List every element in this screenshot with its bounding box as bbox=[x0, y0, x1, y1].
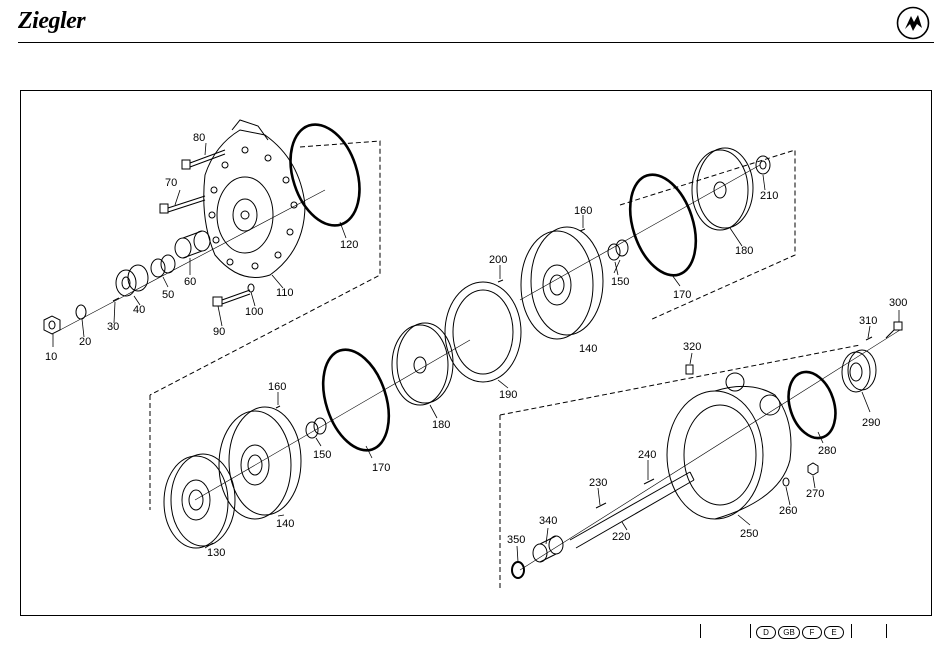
callout-60: 60 bbox=[184, 276, 196, 288]
pin-part bbox=[866, 337, 872, 340]
stage-casing-part bbox=[445, 282, 521, 382]
key-part bbox=[498, 280, 503, 282]
callout-140-lower: 140 bbox=[276, 518, 294, 530]
callout-110: 110 bbox=[276, 287, 294, 299]
impeller-part bbox=[219, 407, 301, 519]
key-part bbox=[596, 503, 606, 508]
group-bracket-upper-left bbox=[150, 141, 380, 395]
callout-310: 310 bbox=[859, 315, 877, 327]
impeller-disc-part bbox=[164, 454, 235, 548]
callout-20: 20 bbox=[79, 336, 91, 348]
bushing-part bbox=[608, 240, 628, 260]
callout-300: 300 bbox=[889, 297, 907, 309]
callout-40: 40 bbox=[133, 304, 145, 316]
ring-part bbox=[151, 255, 175, 277]
callout-120: 120 bbox=[340, 239, 358, 251]
callout-280: 280 bbox=[818, 445, 836, 457]
footer-separator bbox=[851, 624, 852, 638]
callout-340: 340 bbox=[539, 515, 557, 527]
bolt-part bbox=[213, 290, 250, 306]
callout-30: 30 bbox=[107, 321, 119, 333]
axis-line bbox=[520, 165, 760, 300]
o-ring-part bbox=[278, 116, 371, 235]
washer-part bbox=[783, 478, 789, 486]
callout-180-lower: 180 bbox=[432, 419, 450, 431]
bolt-part bbox=[886, 322, 902, 338]
key-part bbox=[644, 479, 654, 484]
leader-lines bbox=[53, 143, 899, 562]
callout-260: 260 bbox=[779, 505, 797, 517]
impeller-part bbox=[521, 227, 603, 339]
callout-220: 220 bbox=[612, 531, 630, 543]
nut-part bbox=[808, 463, 818, 475]
callout-10: 10 bbox=[45, 351, 57, 363]
callout-70: 70 bbox=[165, 177, 177, 189]
diffuser-part bbox=[692, 148, 753, 230]
bearing-housing-part bbox=[842, 350, 876, 392]
callout-160-lower: 160 bbox=[268, 381, 286, 393]
bushing-part bbox=[306, 418, 326, 438]
sleeve-part bbox=[533, 536, 563, 562]
language-badge-e: E bbox=[824, 626, 844, 639]
diffuser-part bbox=[392, 323, 453, 405]
callout-190: 190 bbox=[499, 389, 517, 401]
callout-270: 270 bbox=[806, 488, 824, 500]
language-badge-gb: GB bbox=[778, 626, 800, 639]
discharge-casing-part bbox=[667, 373, 791, 519]
o-ring-part bbox=[311, 341, 400, 458]
callout-240: 240 bbox=[638, 449, 656, 461]
callout-290: 290 bbox=[862, 417, 880, 429]
o-ring-part bbox=[618, 166, 707, 283]
callout-90: 90 bbox=[213, 326, 225, 338]
callout-140-upper: 140 bbox=[579, 343, 597, 355]
callout-100: 100 bbox=[245, 306, 263, 318]
footer-separator bbox=[886, 624, 887, 638]
callout-80: 80 bbox=[193, 132, 205, 144]
callout-250: 250 bbox=[740, 528, 758, 540]
axis-line bbox=[60, 190, 325, 330]
ring-part bbox=[512, 562, 524, 578]
washer-part bbox=[76, 305, 86, 319]
callout-160-upper: 160 bbox=[574, 205, 592, 217]
washer-part bbox=[248, 284, 254, 292]
key-part bbox=[276, 406, 280, 408]
footer-separator bbox=[750, 624, 751, 638]
callout-150-upper: 150 bbox=[611, 276, 629, 288]
callout-350: 350 bbox=[507, 534, 525, 546]
callout-170-upper: 170 bbox=[673, 289, 691, 301]
callout-230: 230 bbox=[589, 477, 607, 489]
ring-part bbox=[756, 156, 770, 174]
callout-210: 210 bbox=[760, 190, 778, 202]
footer-separator bbox=[700, 624, 701, 638]
pump-housing-part bbox=[204, 120, 305, 278]
language-badge-d: D bbox=[756, 626, 776, 639]
bolt-part bbox=[160, 196, 205, 213]
callout-320: 320 bbox=[683, 341, 701, 353]
bolt-part bbox=[182, 150, 225, 169]
callout-200: 200 bbox=[489, 254, 507, 266]
callout-170-lower: 170 bbox=[372, 462, 390, 474]
key-part bbox=[580, 229, 585, 231]
callout-50: 50 bbox=[162, 289, 174, 301]
language-badge-f: F bbox=[802, 626, 822, 639]
plug-part bbox=[686, 365, 693, 374]
callout-150-lower: 150 bbox=[313, 449, 331, 461]
nut-part bbox=[44, 316, 60, 334]
sleeve-part bbox=[175, 231, 210, 258]
callout-180-upper: 180 bbox=[735, 245, 753, 257]
bush-part bbox=[116, 265, 148, 296]
callout-130: 130 bbox=[207, 547, 225, 559]
